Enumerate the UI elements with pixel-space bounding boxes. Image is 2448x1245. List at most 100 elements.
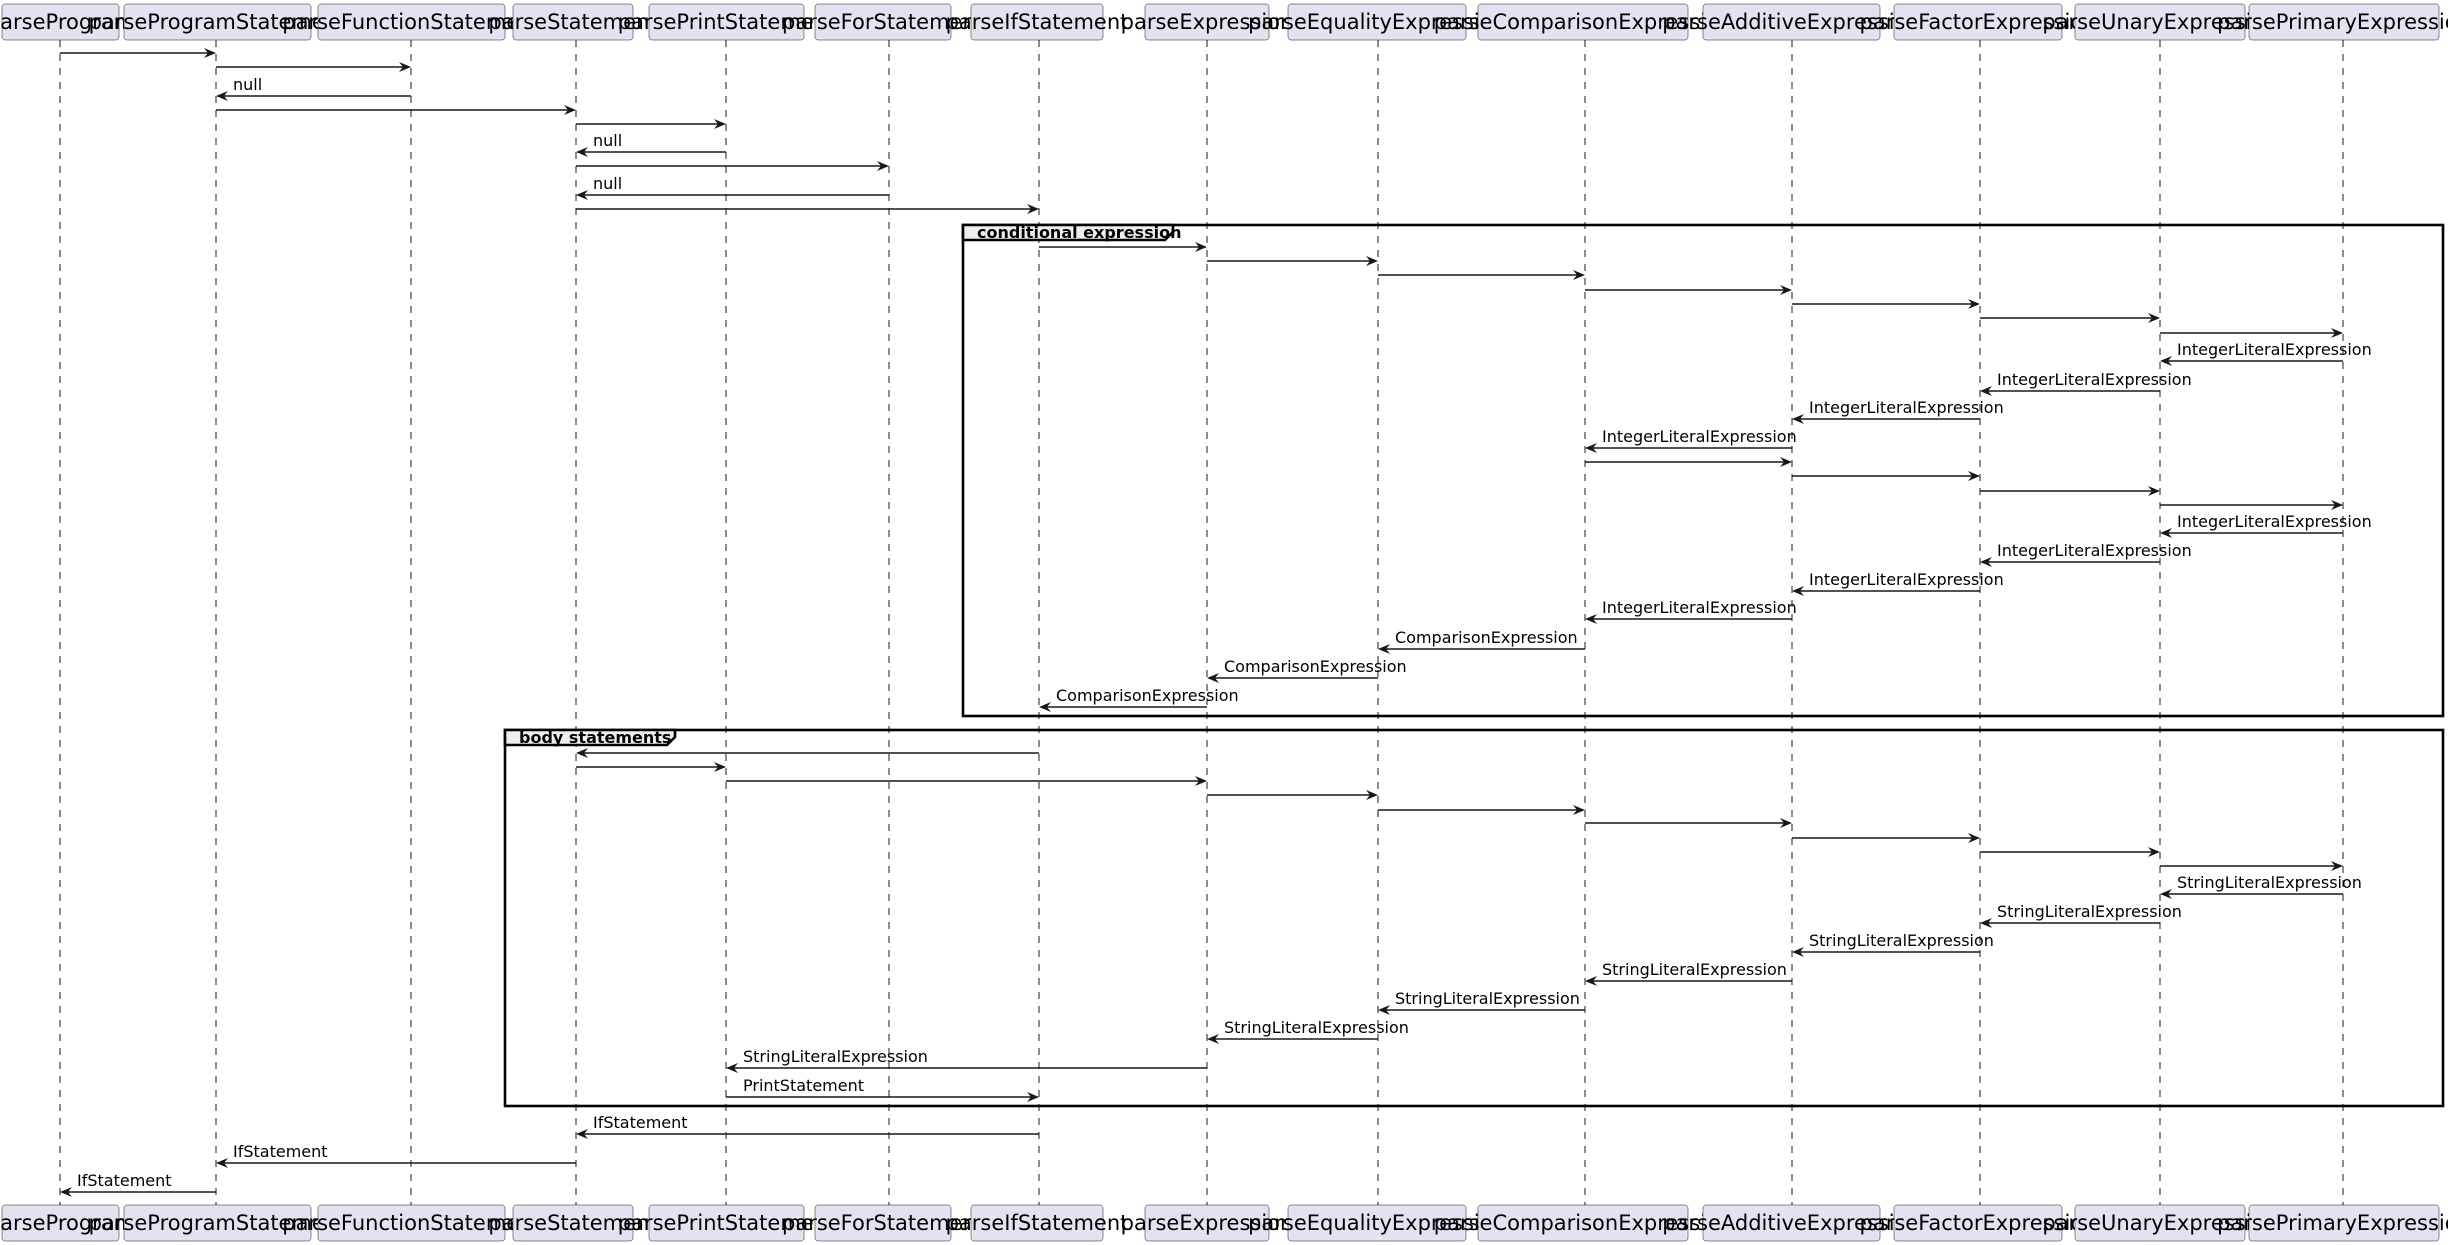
message-8: null bbox=[576, 174, 889, 200]
lifelines bbox=[59, 40, 2344, 1205]
message-label: StringLiteralExpression bbox=[2177, 873, 2362, 892]
arrow-head bbox=[60, 1187, 72, 1197]
message-label: IfStatement bbox=[77, 1171, 172, 1190]
participant-label: parseComparisonExpression bbox=[1434, 1211, 1732, 1235]
participant-parse-expression-bottom[interactable]: parseExpression bbox=[1121, 1204, 1294, 1242]
arrow-head bbox=[2148, 486, 2160, 496]
participant-box bbox=[123, 1204, 312, 1242]
participant-parse-print-statement-top[interactable]: parsePrintStatement bbox=[618, 3, 836, 41]
participant-parse-statement-top[interactable]: parseStatement bbox=[488, 3, 658, 41]
message-label: IfStatement bbox=[593, 1113, 688, 1132]
message-15 bbox=[1980, 313, 2160, 323]
frame-border bbox=[961, 223, 2445, 718]
message-label: PrintStatement bbox=[743, 1076, 864, 1095]
participant-parse-program-bottom[interactable]: parseProgram bbox=[0, 1204, 134, 1242]
participant-box bbox=[2248, 1204, 2440, 1242]
participant-box bbox=[970, 1204, 1104, 1242]
message-3: null bbox=[216, 75, 411, 101]
participant-parse-primary-expression-top[interactable]: parsePrimaryExpression bbox=[2217, 3, 2448, 41]
message-41: StringLiteralExpression bbox=[2160, 873, 2362, 899]
message-label: null bbox=[593, 131, 622, 150]
participant-parse-additive-expression-top[interactable]: parseAdditiveExpression bbox=[1662, 3, 1921, 41]
participant-parse-primary-expression-bottom[interactable]: parsePrimaryExpression bbox=[2217, 1204, 2448, 1242]
message-label: ComparisonExpression bbox=[1224, 657, 1407, 676]
participant-label: parseProgram bbox=[0, 1211, 134, 1235]
participant-parse-unary-expression-top[interactable]: parseUnaryExpression bbox=[2042, 3, 2278, 41]
participant-parse-program-top[interactable]: parseProgram bbox=[0, 3, 134, 41]
participant-label: parseExpression bbox=[1121, 1211, 1294, 1235]
message-28: IntegerLiteralExpression bbox=[1585, 598, 1797, 624]
participant-parse-factor-expression-bottom[interactable]: parseFactorExpression bbox=[1860, 1204, 2097, 1242]
participant-parse-for-statement-bottom[interactable]: parseForStatement bbox=[782, 1204, 984, 1242]
participant-box bbox=[970, 3, 1104, 41]
participant-parse-print-statement-bottom[interactable]: parsePrintStatement bbox=[618, 1204, 836, 1242]
participant-label: parseStatement bbox=[488, 10, 657, 34]
message-31: ComparisonExpression bbox=[1039, 686, 1239, 712]
arrow-head bbox=[1792, 947, 1804, 957]
arrow-head bbox=[1968, 471, 1980, 481]
frame-tab bbox=[503, 728, 677, 747]
participant-parse-factor-expression-top[interactable]: parseFactorExpression bbox=[1860, 3, 2097, 41]
message-46: StringLiteralExpression bbox=[1207, 1018, 1409, 1044]
message-label: IntegerLiteralExpression bbox=[1997, 370, 2192, 389]
message-label: IfStatement bbox=[233, 1142, 328, 1161]
participant-box bbox=[1893, 1204, 2063, 1242]
participant-box bbox=[1287, 1204, 1467, 1242]
participant-parse-if-statement-top[interactable]: parseIfStatement bbox=[946, 3, 1129, 41]
message-23 bbox=[1980, 486, 2160, 496]
participant-parse-expression-top[interactable]: parseExpression bbox=[1121, 3, 1294, 41]
participant-parse-comparison-expression-bottom[interactable]: parseComparisonExpression bbox=[1434, 1204, 1732, 1242]
arrow-head bbox=[1792, 414, 1804, 424]
participant-box bbox=[1144, 1204, 1270, 1242]
participant-box bbox=[123, 3, 312, 41]
message-4 bbox=[216, 105, 576, 115]
participant-parse-statement-bottom[interactable]: parseStatement bbox=[488, 1204, 658, 1242]
frame-title: conditional expression bbox=[977, 223, 1181, 242]
participant-box bbox=[1702, 1204, 1881, 1242]
participant-parse-additive-expression-bottom[interactable]: parseAdditiveExpression bbox=[1662, 1204, 1921, 1242]
arrow-head bbox=[2331, 328, 2343, 338]
arrow-head bbox=[2331, 861, 2343, 871]
message-label: StringLiteralExpression bbox=[1602, 960, 1787, 979]
participant-parse-comparison-expression-top[interactable]: parseComparisonExpression bbox=[1434, 3, 1732, 41]
message-12 bbox=[1378, 270, 1585, 280]
message-18: IntegerLiteralExpression bbox=[1980, 370, 2192, 396]
message-48: PrintStatement bbox=[726, 1076, 1039, 1102]
participant-label: parseForStatement bbox=[782, 1211, 984, 1235]
message-17: IntegerLiteralExpression bbox=[2160, 340, 2372, 366]
message-45: StringLiteralExpression bbox=[1378, 989, 1585, 1015]
participant-parse-function-statement-top[interactable]: parseFunctionStatement bbox=[282, 3, 541, 41]
participant-parse-equality-expression-top[interactable]: parseEqualityExpression bbox=[1248, 3, 1506, 41]
message-label: StringLiteralExpression bbox=[743, 1047, 928, 1066]
frame-body-statements: body statements bbox=[503, 728, 2445, 1108]
participant-parse-if-statement-bottom[interactable]: parseIfStatement bbox=[946, 1204, 1129, 1242]
participant-parse-unary-expression-bottom[interactable]: parseUnaryExpression bbox=[2042, 1204, 2278, 1242]
frame-tab bbox=[961, 223, 1175, 242]
arrow-head bbox=[576, 1129, 588, 1139]
arrow-head bbox=[2331, 500, 2343, 510]
message-20: IntegerLiteralExpression bbox=[1585, 427, 1797, 453]
participant-label: parseAdditiveExpression bbox=[1662, 1211, 1921, 1235]
message-40 bbox=[2160, 861, 2343, 871]
arrow-head bbox=[1039, 702, 1051, 712]
arrow-head bbox=[1378, 644, 1390, 654]
participant-parse-program-statement-bottom[interactable]: parseProgramStatement bbox=[89, 1204, 347, 1242]
message-36 bbox=[1378, 805, 1585, 815]
arrow-head bbox=[1366, 256, 1378, 266]
participant-parse-for-statement-top[interactable]: parseForStatement bbox=[782, 3, 984, 41]
arrow-head bbox=[1968, 299, 1980, 309]
message-label: IntegerLiteralExpression bbox=[2177, 340, 2372, 359]
participant-parse-program-statement-top[interactable]: parseProgramStatement bbox=[89, 3, 347, 41]
arrow-head bbox=[2160, 356, 2172, 366]
participant-parse-equality-expression-bottom[interactable]: parseEqualityExpression bbox=[1248, 1204, 1506, 1242]
message-21 bbox=[1585, 457, 1792, 467]
message-label: StringLiteralExpression bbox=[1224, 1018, 1409, 1037]
message-label: ComparisonExpression bbox=[1395, 628, 1578, 647]
participant-box bbox=[512, 3, 634, 41]
message-label: IntegerLiteralExpression bbox=[1602, 427, 1797, 446]
participant-label: parseEqualityExpression bbox=[1248, 10, 1506, 34]
arrow-head bbox=[576, 748, 588, 758]
arrow-head bbox=[714, 119, 726, 129]
message-11 bbox=[1207, 256, 1378, 266]
participant-parse-function-statement-bottom[interactable]: parseFunctionStatement bbox=[282, 1204, 541, 1242]
